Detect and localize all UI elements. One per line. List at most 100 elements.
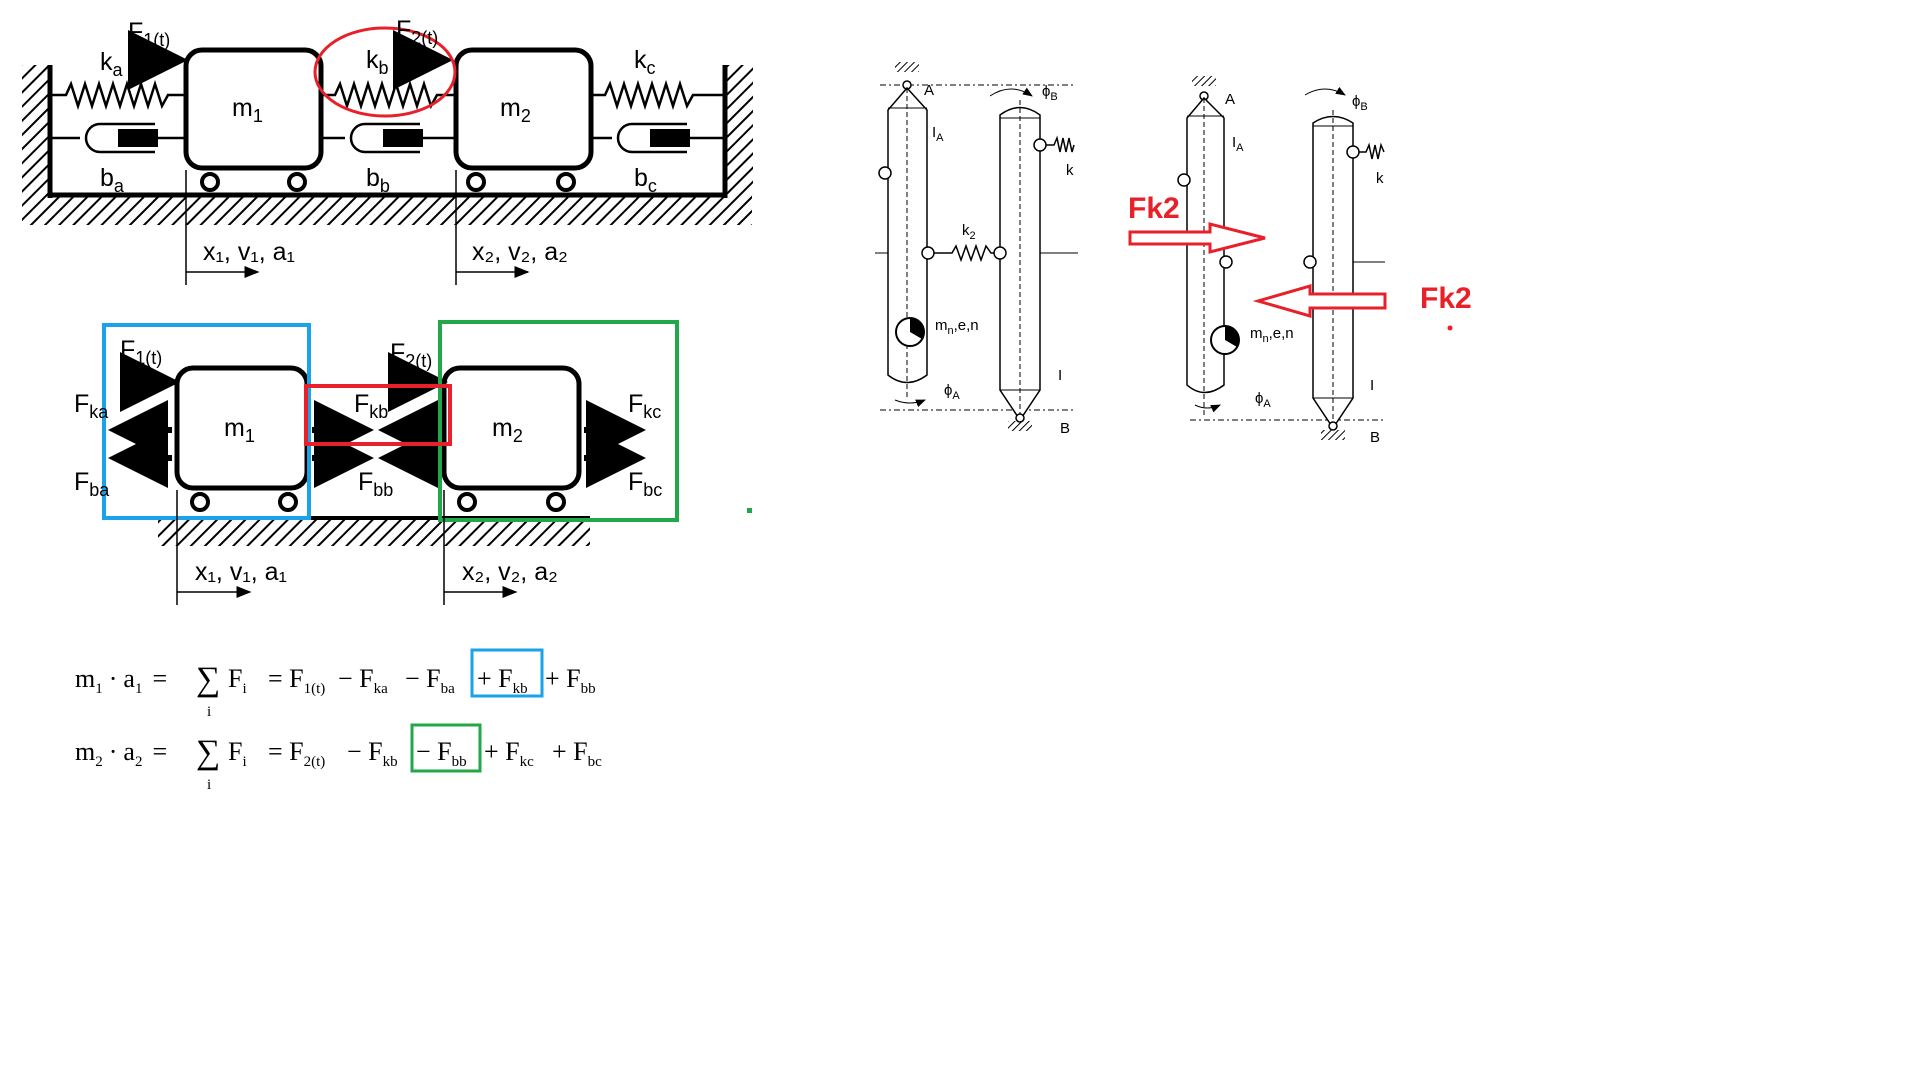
mass-1-highlight-box (102, 323, 311, 520)
fbd-force-2-label: F2(t) (390, 339, 432, 371)
rotor-r-bottom-support (1321, 430, 1345, 440)
eq2-term-3: − Fbb (416, 737, 467, 770)
fk2-arrow-left (1252, 284, 1387, 318)
fbd-ground-hatch (158, 518, 590, 546)
eq2-term-4: + Fkc (484, 737, 534, 770)
eq1-fkb-highlight (470, 648, 544, 698)
eq2-fbb-highlight (410, 723, 482, 773)
spring-a-label: ka (100, 48, 124, 80)
equation-2: m2·a2= ∑ i Fi = F2(t) − Fkb − Fbb + Fkc … (75, 723, 602, 793)
right-wall-hatch (725, 65, 753, 195)
rotor-r-phi-b: ϕB (1352, 93, 1368, 113)
damper-c-label: bc (634, 164, 657, 196)
rotor-r-side-spring-label: k (1376, 170, 1384, 187)
spring-c (591, 79, 725, 111)
fbd-fbb-label: Fbb (358, 468, 393, 500)
fbd-fka-label: Fka (74, 390, 109, 422)
mass-1-label: m1 (232, 94, 263, 126)
free-body-diagram: F1(t) F2(t) Fka Fba Fkb Fbb Fkc Fbc m1 m… (74, 320, 752, 605)
mass-1-wheel-left (200, 172, 220, 192)
eq1-term-2: − Fka (338, 664, 388, 697)
rotor-diagram-right: A IA mn,e,n ϕA ϕB k I B Fk2 Fk2 (1128, 76, 1472, 446)
eq2-term-1: = F2(t) (268, 737, 325, 770)
damper-a-label: ba (100, 164, 125, 196)
equations-block: m1·a1= ∑ i Fi = F1(t) − Fka − Fba + Fkb … (75, 648, 602, 793)
rotor-l-inertia-b: I (1058, 367, 1062, 384)
eq1-sum-index: i (207, 704, 211, 720)
rotor-r-top-support (1192, 76, 1216, 86)
eq1-term-5: + Fbb (545, 664, 596, 697)
mass-2-wheel-right (556, 172, 576, 192)
ground-hatch (22, 195, 752, 225)
spring-c-label: kc (634, 46, 656, 78)
damper-c (591, 122, 725, 154)
green-dot-marker (747, 508, 752, 513)
mass-2-highlight-box (438, 320, 679, 522)
fbd-fkb-label: Fkb (354, 390, 388, 422)
mass-1-wheel-right (287, 172, 307, 192)
damper-b (321, 122, 456, 154)
rotor-l-phi-a: ϕA (944, 382, 960, 402)
rotor-r-phi-a: ϕA (1255, 390, 1271, 410)
eq2-sum-index: i (207, 777, 211, 793)
mass-1-block (183, 47, 324, 171)
spring-a (50, 79, 186, 111)
eq2-term-2: − Fkb (347, 737, 398, 770)
fbd-mass-1-wheel-left (190, 492, 210, 512)
fbd-fba-label: Fba (74, 468, 110, 500)
fk2-label-right: Fk2 (1420, 282, 1472, 315)
rotor-r-inertia-b: I (1370, 377, 1374, 394)
svg-text:m1·a1=: m1·a1= (75, 664, 167, 697)
eq2-sum-symbol: ∑ (196, 734, 220, 771)
rotor-l-side-spring-label: k (1066, 162, 1074, 179)
rotor-l-unbalance-label: mn,e,n (935, 317, 979, 337)
eq1-term-4: + Fkb (477, 664, 528, 697)
kb-highlight-box (304, 384, 452, 446)
left-wall-hatch (22, 65, 50, 195)
rotor-diagram-left: A IA mn,e,n ϕA k2 ϕB k I (875, 62, 1078, 437)
spring-b-label: kb (366, 46, 389, 78)
rotor-l-inertia-a: IA (932, 124, 944, 144)
rotor-l-phi-b: ϕB (1042, 83, 1058, 103)
eq1-term-3: − Fba (405, 664, 455, 697)
fk2-label-left: Fk2 (1128, 192, 1180, 225)
svg-text:m2·a2=: m2·a2= (75, 737, 167, 770)
fbd-fkc-label: Fkc (628, 390, 661, 422)
spring-b-highlight (313, 26, 457, 118)
fk2-arrow-right (1128, 222, 1266, 254)
rotor-r-unbalance-label: mn,e,n (1250, 325, 1294, 345)
rotor-r-label-b: B (1370, 429, 1380, 446)
rotor-l-label-a: A (924, 82, 934, 99)
motion-2-label: x₂, v₂, a₂ (472, 238, 568, 266)
svg-text:Fi: Fi (228, 737, 247, 770)
rotor-l-top-support (895, 62, 919, 72)
top-system-diagram: F1(t) F2(t) ka kb kc ba bb bc m1 m2 x₁, … (22, 16, 753, 285)
rotor-r-label-a: A (1225, 91, 1235, 108)
rotor-l-spring-k2-label: k2 (962, 222, 976, 242)
damper-a (50, 122, 186, 154)
force-2-label: F2(t) (396, 16, 438, 48)
force-1-label: F1(t) (128, 18, 170, 50)
equation-1: m1·a1= ∑ i Fi = F1(t) − Fka − Fba + Fkb … (75, 648, 596, 720)
motion-1-label: x₁, v₁, a₁ (203, 238, 295, 266)
rotor-l-label-b: B (1060, 420, 1070, 437)
mass-2-wheel-left (466, 172, 486, 192)
fbd-motion-2-label: x₂, v₂, a₂ (462, 558, 558, 586)
fbd-motion-1-label: x₁, v₁, a₁ (195, 558, 287, 586)
fbd-mass-2-wheel-left (457, 492, 477, 512)
fbd-mass-2-block (441, 365, 582, 491)
svg-text:Fi: Fi (228, 664, 247, 697)
rotor-r-inertia-a: IA (1232, 134, 1244, 154)
mass-2-label: m2 (500, 94, 531, 126)
red-dot-marker (1447, 325, 1453, 331)
eq1-term-1: = F1(t) (268, 664, 325, 697)
fbd-mass-2-label: m2 (492, 414, 523, 446)
fbd-mass-1-label: m1 (224, 414, 255, 446)
rotor-l-bottom-support (1008, 421, 1032, 431)
fbd-mass-2-wheel-right (546, 492, 566, 512)
damper-b-label: bb (366, 164, 390, 196)
eq1-sum-symbol: ∑ (196, 661, 220, 698)
fbd-mass-1-wheel-right (278, 492, 298, 512)
fbd-force-1-label: F1(t) (120, 336, 162, 368)
